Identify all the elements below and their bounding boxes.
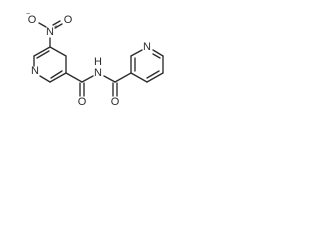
atom-ring1-n: N [31,65,39,77]
atom-ring2-n: N [143,41,151,53]
bond-ring2-double-c [146,70,160,79]
nitro-group [38,20,63,48]
bond-nitro-n-to-o-right [54,23,63,29]
atom-nitro-o-left: O [28,14,37,26]
right-pyridine-ring [130,49,164,83]
bond-ring1-double-a [36,50,50,59]
bond-ring1-upperright-to-top [49,46,67,57]
bond-nh-to-carbonyl2 [103,75,116,83]
bond-ring1-top-to-upperleft [33,46,51,57]
atom-amide-h: H [94,56,102,68]
bond-nitro-n-to-o-left [38,22,47,28]
bond-nitro-n-to-o-right-double [52,20,61,26]
bond-ring1-n-to-lowerleft [39,75,51,83]
bond-ring2-c5-to-c4 [146,72,164,83]
charge-nitro-o-left: − [26,11,30,18]
atom-nitro-n: N [46,26,54,38]
bond-ring2-c4-to-c3 [130,72,148,83]
bond-ring1-to-carbonyl1 [65,72,83,83]
chemical-structure-diagram: O − N + O N O N H O N [26,11,164,108]
atom-amide-n: N [94,67,102,79]
atom-nitro-o-right: O [64,14,73,26]
bond-ring1-lowerleft-to-lowerright [49,72,67,83]
left-pyridine-ring [33,46,67,83]
bond-ring2-c2-to-n [130,49,143,57]
bond-ring2-n-to-c6 [152,49,164,57]
bond-carbonyl1-to-nh [81,75,94,83]
imide-linker [65,72,132,97]
bond-carbonyl2-to-ring2 [114,72,132,83]
atom-amide-o: O [78,96,87,108]
atom-labels: O − N + O N O N H O N [26,11,151,108]
charge-nitro-n: + [54,24,58,31]
bond-ring1-double-b [50,70,63,79]
bond-ring2-double-b [152,53,161,59]
atom-acyl-o: O [111,96,120,108]
